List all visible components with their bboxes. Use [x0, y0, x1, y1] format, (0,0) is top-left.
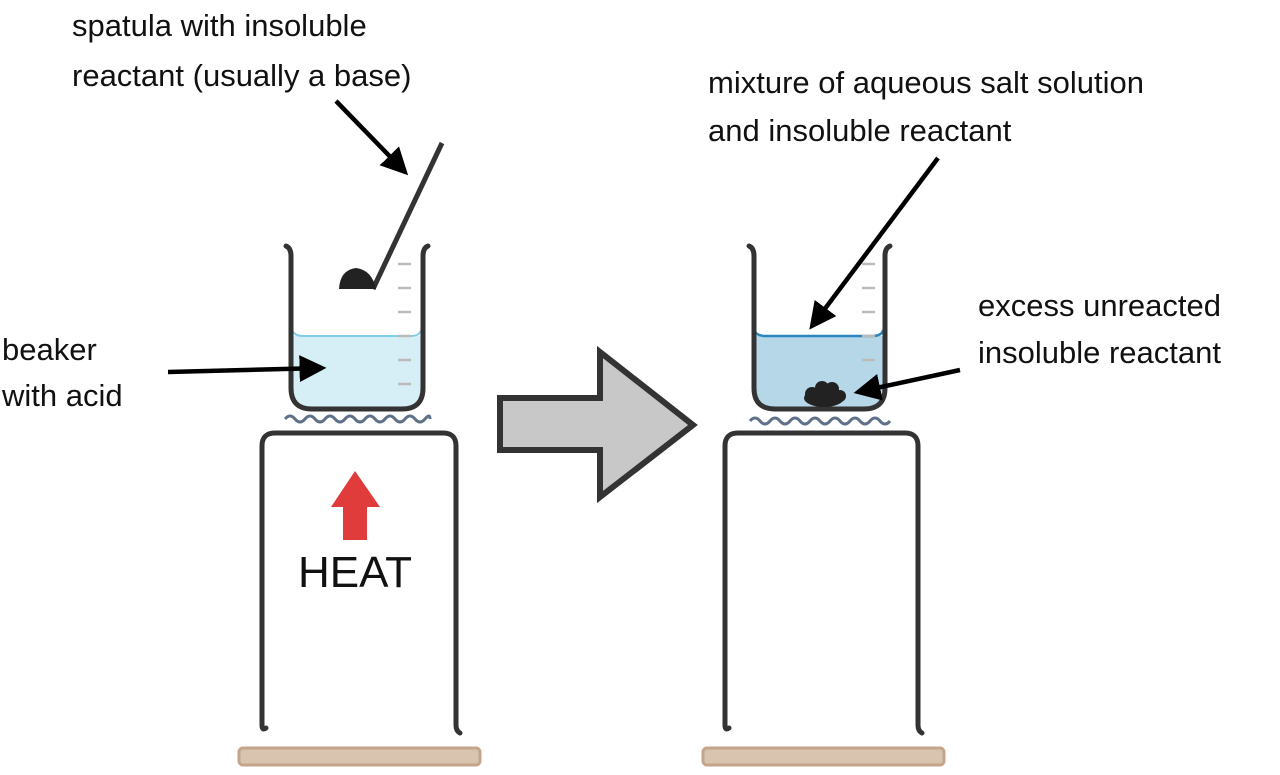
salt-solution — [754, 336, 883, 408]
base-plate — [701, 746, 946, 767]
acid-liquid — [292, 336, 421, 408]
beaker — [283, 243, 431, 412]
beaker — [746, 243, 893, 412]
heater-stand — [259, 430, 463, 736]
excess-pointer — [853, 367, 961, 401]
heat-arrow — [331, 471, 380, 540]
heat-label: HEAT — [298, 548, 412, 597]
spatula-label-line2: reactant (usually a base) — [72, 58, 411, 93]
mixture-pointer — [809, 156, 940, 330]
mixture-label-line1: mixture of aqueous salt solution — [708, 65, 1144, 100]
left-setup: HEAT — [237, 141, 482, 767]
process-arrow — [497, 345, 698, 504]
right-setup — [701, 243, 946, 767]
graduations — [398, 262, 411, 386]
mixture-label-line2: and insoluble reactant — [708, 113, 1012, 148]
beaker-label-line2: with acid — [1, 378, 123, 413]
excess-label-line1: excess unreacted — [978, 288, 1221, 323]
beaker-pointer — [167, 355, 327, 383]
excess-reactant — [804, 381, 846, 407]
acid-surface — [291, 329, 422, 337]
gauze — [283, 414, 432, 424]
beaker-label-line1: beaker — [2, 332, 97, 367]
excess-label-line2: insoluble reactant — [978, 335, 1221, 370]
spatula — [370, 141, 445, 291]
gauze — [748, 416, 892, 426]
spatula-label-line1: spatula with insoluble — [72, 8, 367, 43]
heater-stand — [722, 430, 925, 736]
spatula-pointer — [334, 99, 409, 176]
reactant-on-spatula — [339, 268, 376, 289]
graduations — [862, 262, 875, 362]
base-plate — [237, 746, 482, 767]
